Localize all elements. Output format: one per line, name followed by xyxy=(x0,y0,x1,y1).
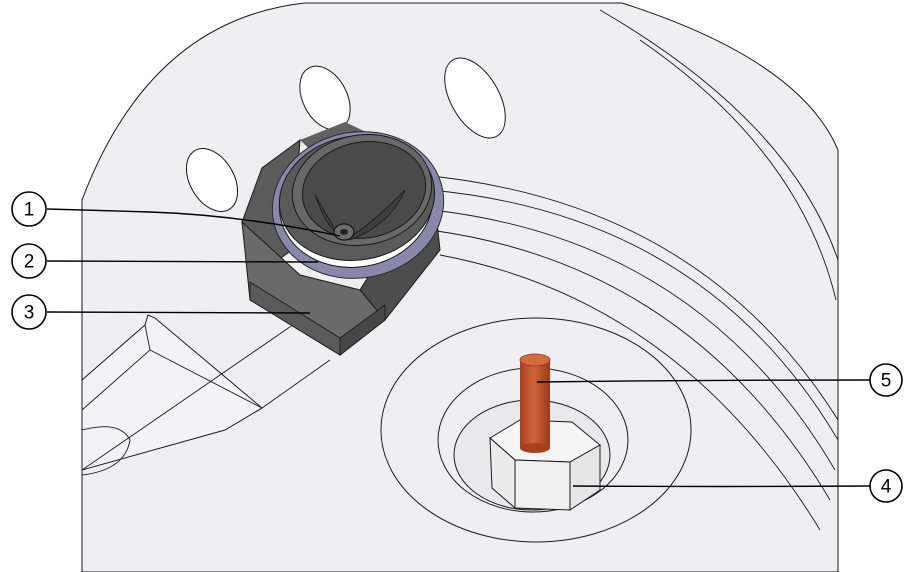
callout-circle xyxy=(11,191,47,227)
housing-arc xyxy=(639,39,837,301)
callout-circle xyxy=(869,363,903,397)
copper-pin-shaft xyxy=(520,360,550,448)
bolt-hole xyxy=(185,148,239,212)
callout-5: 5 xyxy=(869,363,903,397)
leader-1 xyxy=(46,208,341,237)
callout-label: 4 xyxy=(881,477,892,498)
copper-pin-top xyxy=(519,353,551,367)
housing-arc xyxy=(419,174,838,421)
leader-lines xyxy=(46,208,874,488)
callout-2: 2 xyxy=(11,243,47,279)
hex-nut-face-right xyxy=(569,444,601,511)
copper-pin xyxy=(519,353,551,453)
housing-arc xyxy=(599,9,838,261)
callout-3: 3 xyxy=(11,294,47,330)
callout-4: 4 xyxy=(869,469,903,503)
callout-label: 5 xyxy=(881,371,892,392)
housing-arc xyxy=(431,209,836,471)
leader-2 xyxy=(46,260,319,263)
bore xyxy=(301,141,427,239)
hex-nut xyxy=(489,419,601,511)
callout-circle xyxy=(11,294,47,330)
ridge-bar xyxy=(82,314,263,471)
ridge-line xyxy=(261,359,331,409)
ridge-line xyxy=(149,349,263,409)
callout-circle xyxy=(11,243,47,279)
housing-arc xyxy=(429,189,838,441)
hex-fitting-bottom-edge xyxy=(339,304,386,356)
housing-outline xyxy=(81,2,839,572)
ridge-line xyxy=(82,319,301,471)
callout-circle xyxy=(869,469,903,503)
leader-3 xyxy=(46,311,311,314)
leader-4 xyxy=(572,485,874,488)
housing-arc xyxy=(439,254,821,531)
copper-pin-base xyxy=(520,443,550,453)
bolt-hole xyxy=(444,57,506,139)
center-pin-hole xyxy=(340,229,348,235)
hex-nut-face-mid xyxy=(514,459,571,511)
recess-outer xyxy=(380,317,692,543)
leader-5 xyxy=(536,379,872,383)
hex-fitting xyxy=(241,122,445,356)
callout-1: 1 xyxy=(11,191,47,227)
lower-left-boss xyxy=(82,426,131,476)
callout-label: 1 xyxy=(24,200,35,221)
housing-arc xyxy=(429,229,831,501)
callout-label: 2 xyxy=(24,252,35,273)
callout-label: 3 xyxy=(24,303,35,324)
